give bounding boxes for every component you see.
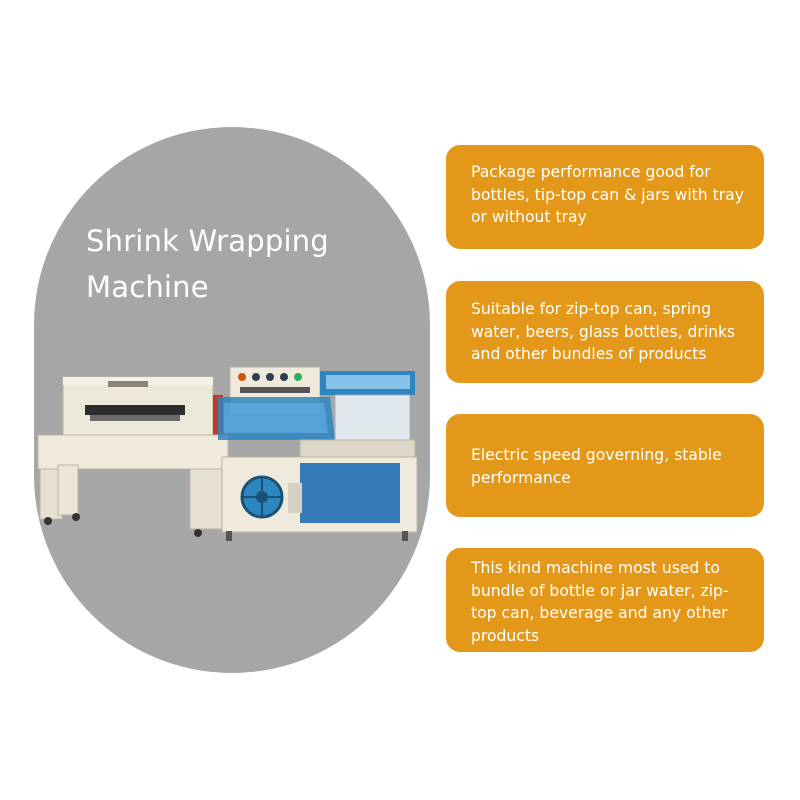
feature-card-3: Electric speed governing, stable perform…	[446, 414, 764, 517]
hero-title: Shrink Wrapping Machine	[86, 218, 386, 310]
hero-title-line-1: Shrink Wrapping	[86, 224, 329, 258]
shrink-tunnel	[37, 376, 229, 537]
feature-text-1: Package performance good for bottles, ti…	[471, 163, 744, 226]
feature-text-4: This kind machine most used to bundle of…	[471, 559, 729, 645]
shrink-wrapping-machine-image	[37, 366, 418, 541]
feature-card-4: This kind machine most used to bundle of…	[446, 548, 764, 652]
feature-text-3: Electric speed governing, stable perform…	[471, 446, 722, 487]
hero-title-line-2: Machine	[86, 270, 209, 304]
feature-text-2: Suitable for zip-top can, spring water, …	[471, 300, 736, 363]
l-sealer	[218, 366, 418, 541]
feature-card-2: Suitable for zip-top can, spring water, …	[446, 281, 764, 383]
feature-card-1: Package performance good for bottles, ti…	[446, 145, 764, 249]
